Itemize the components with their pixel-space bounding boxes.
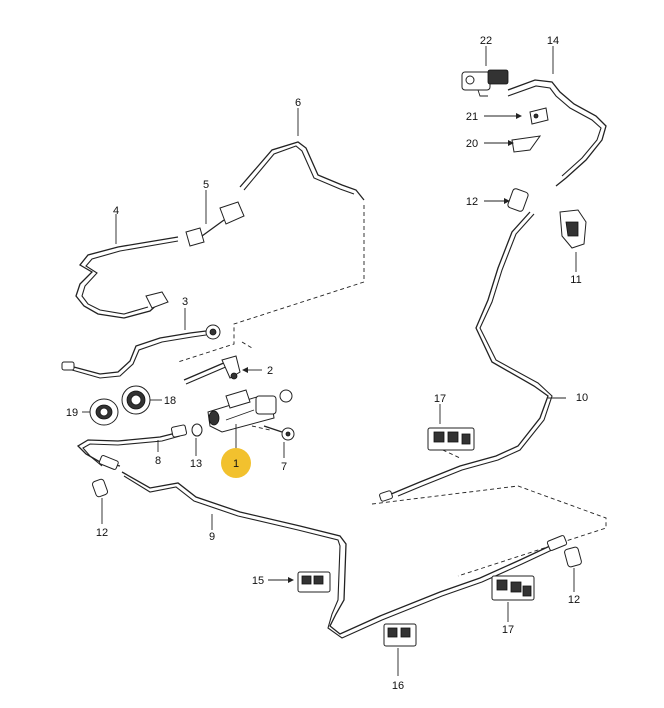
callout-17-upper: 17 <box>434 393 446 405</box>
callout-3: 3 <box>182 296 188 308</box>
callout-21: 21 <box>466 111 478 123</box>
connector-12-upper <box>507 188 529 212</box>
clutch-line-10 <box>383 211 549 498</box>
seal-19 <box>89 398 119 426</box>
washer-13 <box>191 423 203 437</box>
fitting-8 <box>170 424 188 438</box>
callout-17-lower: 17 <box>502 624 514 636</box>
slave-cylinder-1 <box>207 389 293 433</box>
bracket-20 <box>511 135 542 153</box>
connector-17-lower <box>491 575 535 601</box>
seal-18 <box>121 385 151 415</box>
callout-15: 15 <box>252 575 264 587</box>
clutch-line-6 <box>239 141 365 201</box>
callout-5: 5 <box>203 179 209 191</box>
callout-2: 2 <box>267 365 273 377</box>
fitting-3-end <box>61 324 221 371</box>
callout-12-right: 12 <box>568 594 580 606</box>
clutch-line-9 <box>121 471 553 635</box>
callout-18: 18 <box>164 395 176 407</box>
callout-11: 11 <box>570 274 581 286</box>
callout-12-upper: 12 <box>466 196 478 208</box>
callout-10: 10 <box>576 392 588 404</box>
fitting-9-end <box>546 535 568 551</box>
clutch-line-4 <box>75 236 179 319</box>
callout-12-left: 12 <box>96 527 108 539</box>
clutch-line-8 <box>76 431 181 467</box>
connector-17-upper <box>427 427 475 451</box>
highlight-marker <box>221 448 251 478</box>
connector-15 <box>297 571 331 593</box>
clutch-hose-14 <box>507 79 607 187</box>
leader-lines <box>82 46 577 676</box>
callout-14: 14 <box>547 35 559 47</box>
callout-22: 22 <box>480 35 492 47</box>
connector-16 <box>383 623 417 647</box>
callout-19: 19 <box>66 407 78 419</box>
callout-6: 6 <box>295 97 301 109</box>
callout-20: 20 <box>466 138 478 150</box>
callout-7: 7 <box>281 461 287 473</box>
connector-12-right <box>564 546 582 568</box>
pipe-2 <box>183 355 241 385</box>
sender-22 <box>461 69 509 97</box>
assembly-dash-upper <box>177 205 365 363</box>
callout-8: 8 <box>155 455 161 467</box>
callout-13: 13 <box>190 458 202 470</box>
clamp-11 <box>559 209 587 249</box>
callout-1: 1 <box>233 458 239 470</box>
connector-12-left <box>91 478 109 498</box>
clip-21 <box>529 107 549 125</box>
bolt-7 <box>263 425 295 441</box>
fitting-5 <box>185 201 245 247</box>
callout-16: 16 <box>392 680 404 692</box>
callout-4: 4 <box>113 205 119 217</box>
fitting-10-end <box>379 490 393 502</box>
callout-9: 9 <box>209 531 215 543</box>
clutch-line-3 <box>69 330 207 375</box>
fitting-9-start <box>98 455 119 470</box>
fitting-4-end <box>145 291 169 309</box>
